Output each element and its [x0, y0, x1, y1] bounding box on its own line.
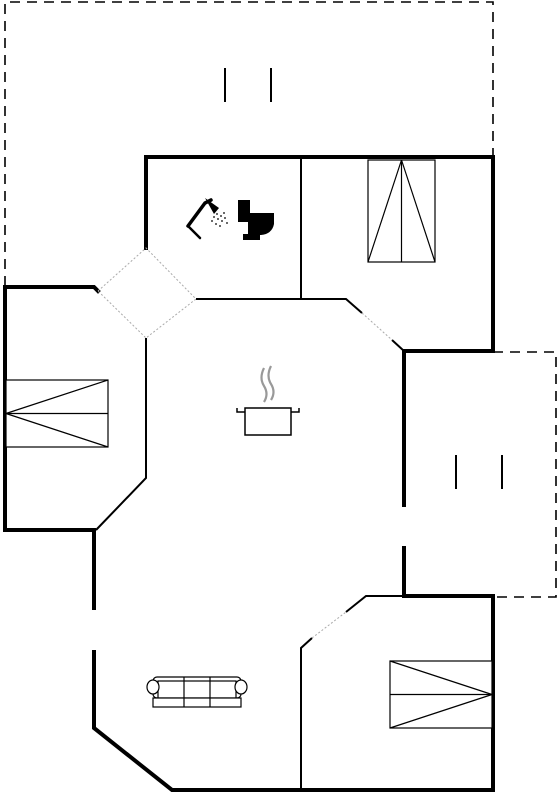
chair-icon	[224, 68, 272, 102]
terrace-north-outline	[4, 1, 494, 286]
door-bathroom	[97, 247, 197, 339]
sofa-icon	[146, 676, 248, 708]
cooking-pot-icon	[236, 365, 300, 436]
single-bed-icon	[5, 379, 109, 448]
hall-wall-northeast	[391, 339, 405, 352]
hall-wall-north	[196, 298, 363, 314]
door-bedroom-north	[361, 312, 393, 341]
toilet-icon	[238, 200, 274, 240]
exterior-wall-west	[3, 285, 101, 610]
exterior-wall-top	[144, 155, 495, 507]
southeast-bedroom-wall-top	[345, 595, 404, 613]
west-bedroom-wall	[95, 338, 147, 531]
shower-icon	[186, 198, 228, 240]
single-bed-icon	[367, 159, 436, 263]
chair-icon	[455, 455, 503, 489]
southeast-bedroom-wall	[300, 637, 313, 790]
single-bed-icon	[389, 660, 493, 729]
door-bedroom-southeast	[311, 611, 347, 639]
